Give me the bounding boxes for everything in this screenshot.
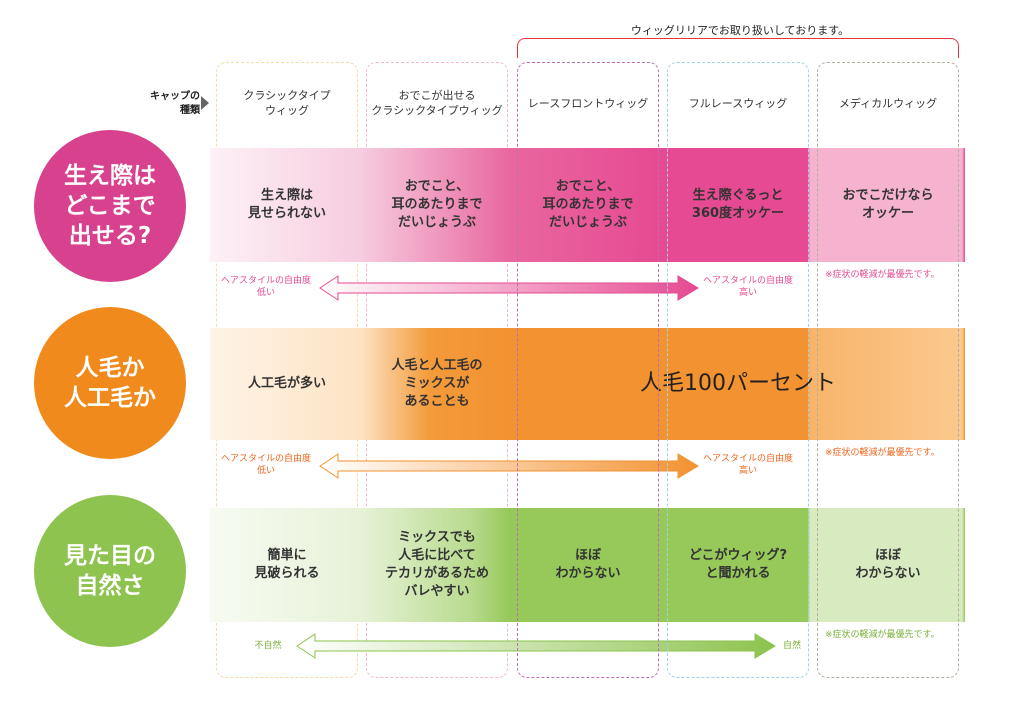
- column-header-lace-front: レースフロントウィッグ: [517, 96, 659, 111]
- naturalness-natural: 自然: [782, 641, 801, 651]
- column-header-line2: クラシックタイプウィッグ: [371, 104, 503, 117]
- human-hair-cell-classic: 人工毛が多い: [247, 376, 326, 391]
- hairline-cell-lace-front: おでこと、 耳のあたりまで だいじょうぶ: [542, 179, 634, 230]
- cap-type-label-line2: 種類: [180, 105, 200, 116]
- human-hair-cell-forehead-classic: 人毛と人工毛の ミックスが あることも: [391, 358, 483, 409]
- human-hair-cell-100-percent: 人毛100パーセント: [640, 371, 836, 396]
- human-hair-freedom-high: ヘアスタイルの自由度 高い: [702, 454, 793, 476]
- naturalness-cell-forehead-classic: ミックスでも 人毛に比べて テカリがあるため バレやすい: [384, 530, 489, 599]
- supported-range-label: ウィッグリリアでお取り扱いしております。: [590, 22, 890, 38]
- column-header-forehead-classic: おでこが出せる クラシックタイプウィッグ: [358, 88, 516, 118]
- cap-type-label-line1: キャップの: [150, 91, 200, 102]
- question-circle-human-hair: 人毛か 人工毛か: [34, 307, 186, 459]
- naturalness-cell-medical: ほぼ わからない: [855, 548, 921, 581]
- column-header-medical: メディカルウィッグ: [817, 96, 959, 111]
- hairline-cell-classic: 生え際は 見せられない: [247, 188, 326, 221]
- human-hair-freedom-low: ヘアスタイルの自由度 低い: [220, 454, 311, 476]
- hairline-cell-medical: おでこだけなら オッケー: [842, 188, 934, 221]
- naturalness-cell-classic: 簡単に 見破られる: [254, 548, 320, 581]
- naturalness-cell-lace-front: ほぼ わからない: [555, 548, 621, 581]
- human-hair-freedom-arrow: [319, 453, 699, 479]
- column-frame-lace-front: [517, 62, 659, 678]
- naturalness-arrow: [296, 633, 776, 659]
- hairline-band: 生え際は 見せられない おでこと、 耳のあたりまで だいじょうぶ おでこと、 耳…: [210, 148, 965, 262]
- column-header-line1: レースフロントウィッグ: [527, 97, 649, 110]
- human-hair-medical-note: ※症状の軽減が最優先です。: [825, 448, 940, 458]
- naturalness-band: 簡単に 見破られる ミックスでも 人毛に比べて テカリがあるため バレやすい ほ…: [210, 508, 965, 622]
- hairline-cell-forehead-classic: おでこと、 耳のあたりまで だいじょうぶ: [391, 179, 483, 230]
- column-header-line1: メディカルウィッグ: [838, 97, 938, 110]
- column-header-line2: ウィッグ: [265, 104, 309, 117]
- naturalness-cell-full-lace: どこがウィッグ? と聞かれる: [688, 548, 788, 581]
- column-header-full-lace: フルレースウィッグ: [667, 96, 809, 111]
- column-header-line1: クラシックタイプ: [243, 89, 331, 102]
- human-hair-band: 人工毛が多い 人毛と人工毛の ミックスが あることも 人毛100パーセント: [210, 328, 965, 440]
- column-frame-full-lace: [667, 62, 809, 678]
- column-frame-medical: [817, 62, 959, 678]
- hairline-freedom-low: ヘアスタイルの自由度 低い: [220, 276, 311, 298]
- question-circle-hairline: 生え際は どこまで 出せる?: [34, 130, 186, 282]
- naturalness-medical-note: ※症状の軽減が最優先です。: [825, 630, 940, 640]
- triangle-right-icon: [201, 96, 209, 110]
- naturalness-unnatural: 不自然: [254, 641, 282, 651]
- question-circle-naturalness: 見た目の 自然さ: [34, 495, 186, 647]
- column-header-line1: おでこが出せる: [398, 89, 476, 102]
- column-header-line1: フルレースウィッグ: [688, 97, 788, 110]
- hairline-freedom-high: ヘアスタイルの自由度 高い: [702, 276, 793, 298]
- column-header-classic: クラシックタイプ ウィッグ: [216, 88, 358, 118]
- hairline-medical-note: ※症状の軽減が最優先です。: [825, 270, 940, 280]
- hairline-cell-full-lace: 生え際ぐるっと 360度オッケー: [691, 188, 785, 221]
- cap-type-label: キャップの 種類: [130, 90, 200, 118]
- supported-range-bracket: [517, 38, 959, 58]
- hairline-freedom-arrow: [319, 275, 699, 301]
